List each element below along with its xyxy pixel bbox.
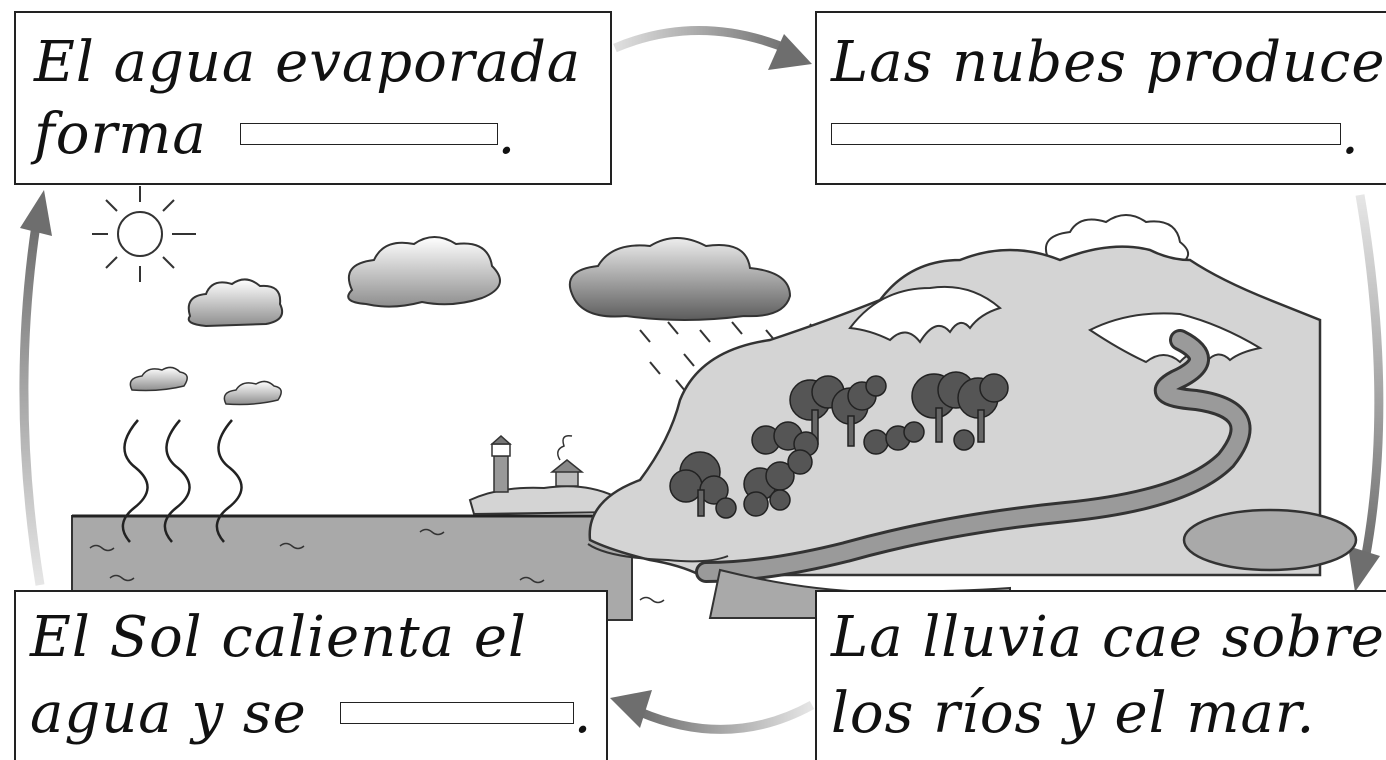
step-text-line-with-blank: agua y se . xyxy=(30,682,592,746)
arrow-icon xyxy=(768,34,812,70)
cycle-arrow-right xyxy=(1348,194,1384,592)
step-text-line: Las nubes producen xyxy=(831,30,1386,95)
step-text: forma xyxy=(34,102,207,167)
step-box-rain-falls: La lluvia cae sobre los ríos y el mar. xyxy=(815,590,1386,760)
step-text-line: La lluvia cae sobre xyxy=(831,605,1385,670)
river xyxy=(698,332,1249,580)
coast-rocks xyxy=(587,543,729,563)
sea-waves xyxy=(89,528,665,604)
answer-blank[interactable] xyxy=(239,123,498,145)
period: . xyxy=(573,681,593,746)
step-text-line: El Sol calienta el xyxy=(30,605,527,670)
step-text: agua y se xyxy=(30,681,307,746)
snow-cap xyxy=(848,285,1003,344)
island xyxy=(468,434,626,516)
evaporation-lines xyxy=(121,419,243,543)
cloud-icon xyxy=(129,366,282,406)
step-box-clouds-produce: Las nubes producen . xyxy=(815,11,1386,185)
cycle-arrow-bottom xyxy=(610,690,815,734)
sun-icon xyxy=(92,186,196,282)
answer-blank[interactable] xyxy=(339,702,574,724)
arrow-icon xyxy=(1348,546,1380,592)
step-box-sun-heats-water: El Sol calienta el agua y se . xyxy=(14,590,608,760)
cycle-arrow-left xyxy=(19,190,52,586)
period: . xyxy=(497,102,517,167)
step-text-line: los ríos y el mar. xyxy=(831,681,1316,746)
step-box-evaporation-forms: El agua evaporada forma . xyxy=(14,11,612,185)
arrow-icon xyxy=(20,190,52,236)
cycle-arrow-top xyxy=(613,26,812,70)
step-text-line-with-blank: forma . xyxy=(34,103,516,167)
step-text-line-with-blank: . xyxy=(831,103,1360,167)
cloud-icon xyxy=(187,278,284,328)
step-text-line: El agua evaporada xyxy=(34,30,582,95)
period: . xyxy=(1341,102,1360,167)
arrow-icon xyxy=(610,690,652,728)
lake xyxy=(1182,508,1358,572)
answer-blank[interactable] xyxy=(831,123,1341,145)
lighthouse-icon xyxy=(490,434,512,493)
tree-icon xyxy=(669,371,1009,519)
cloud-icon xyxy=(347,236,501,308)
house-icon xyxy=(549,434,585,487)
